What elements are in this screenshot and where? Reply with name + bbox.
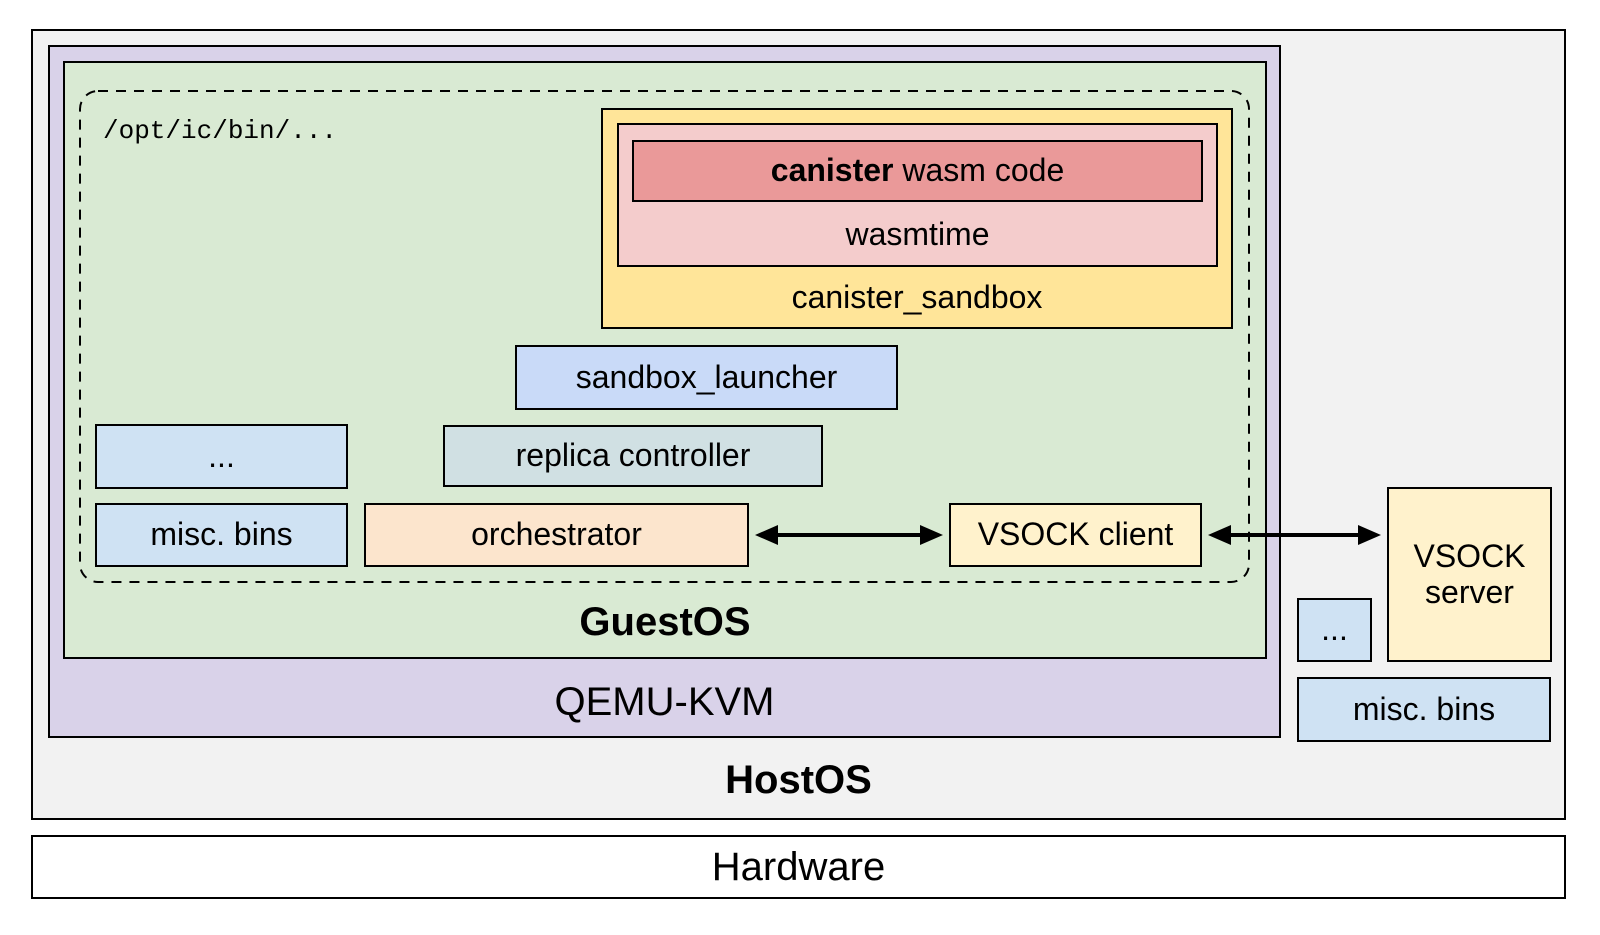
canister-sandbox-label: canister_sandbox xyxy=(791,279,1043,316)
sandbox-launcher-box: sandbox_launcher xyxy=(515,345,898,410)
hostos-label: HostOS xyxy=(725,758,872,802)
orchestrator-box: orchestrator xyxy=(364,503,749,567)
guest-misc-bins-box: misc. bins xyxy=(95,503,348,567)
qemu-kvm-label: QEMU-KVM xyxy=(554,680,775,724)
vsock-server-box: VSOCK server xyxy=(1387,487,1552,662)
wasm-code-words: wasm code xyxy=(893,152,1065,189)
bin-path-label: /opt/ic/bin/... xyxy=(103,116,338,146)
vsock-client-box: VSOCK client xyxy=(949,503,1202,567)
canister-wasm-code-label: canister wasm code xyxy=(771,153,1064,188)
canister-wasm-code-box: canister wasm code xyxy=(632,140,1203,202)
guest-ellipsis-box: ... xyxy=(95,424,348,489)
canister-word: canister xyxy=(770,152,894,189)
wasmtime-label: wasmtime xyxy=(845,215,990,252)
host-misc-bins-box: misc. bins xyxy=(1297,677,1551,742)
vsock-server-label-line1: VSOCK xyxy=(1413,538,1526,575)
host-ellipsis-box: ... xyxy=(1297,598,1372,662)
guestos-label: GuestOS xyxy=(579,600,751,644)
vsock-server-label-line2: server xyxy=(1425,573,1514,610)
hardware-layer: Hardware xyxy=(31,835,1566,899)
replica-controller-box: replica controller xyxy=(443,425,823,487)
